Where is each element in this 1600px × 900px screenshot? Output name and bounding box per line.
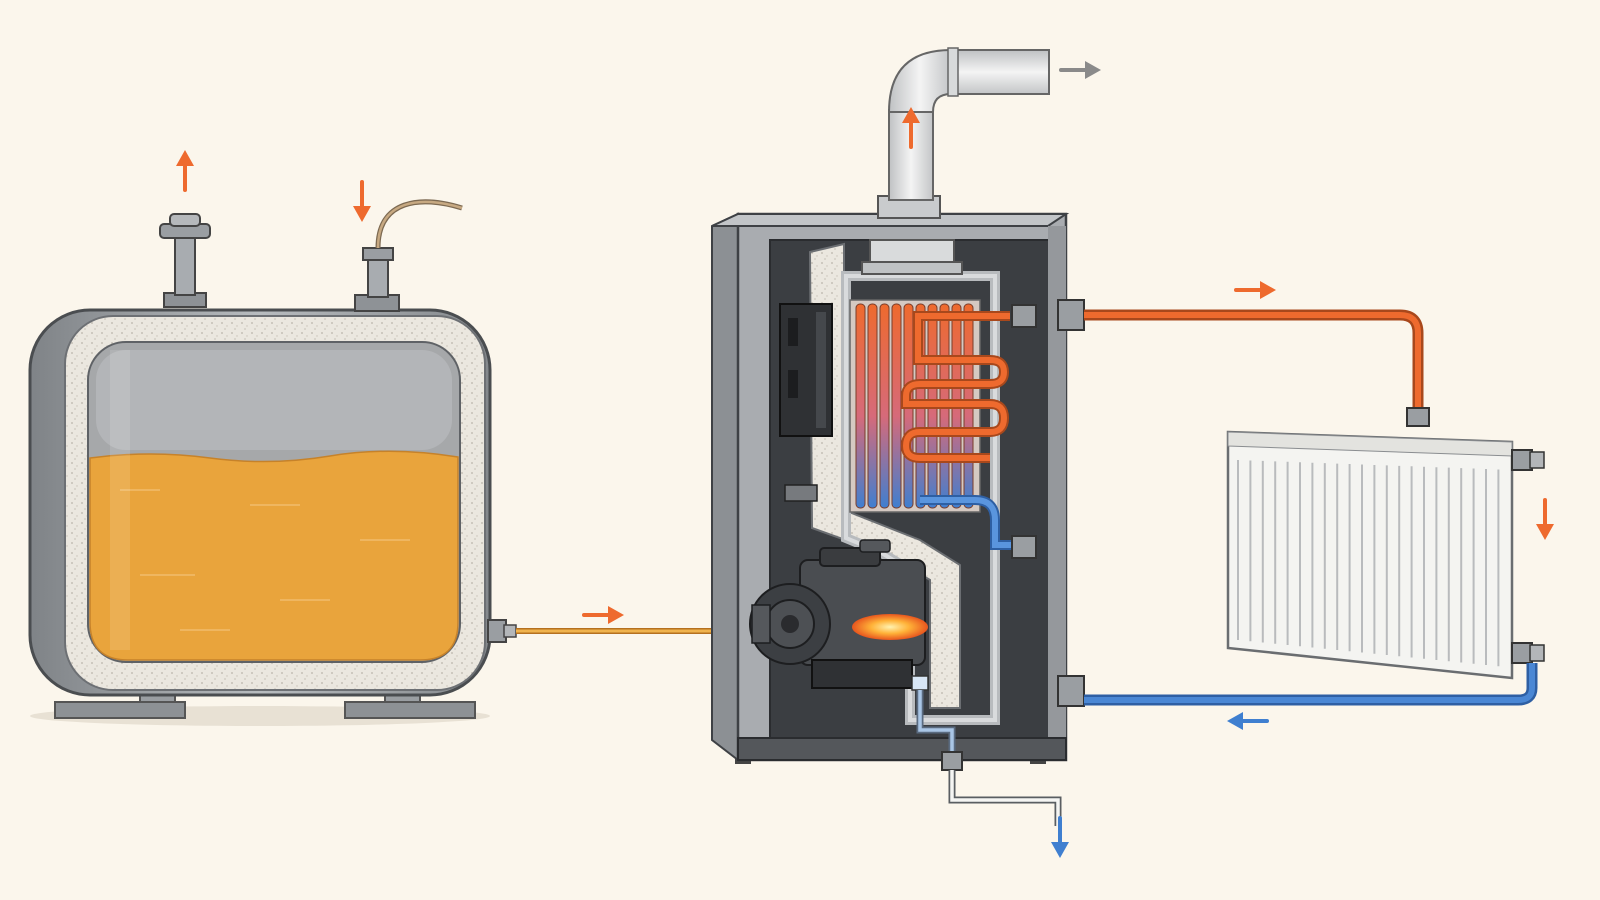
heat-exchanger-tube (879, 303, 890, 509)
radiator-arrow-icon (1536, 498, 1554, 540)
tank-vent-pipe (159, 213, 211, 308)
supply-arrow-icon (1234, 281, 1276, 299)
drain-arrow-icon (1051, 816, 1069, 858)
heat-exchanger-tube (891, 303, 902, 509)
tank-fill-pipe (354, 199, 463, 312)
radiator (1226, 430, 1545, 680)
condensate-drain (941, 751, 1062, 826)
burner-flame (852, 614, 928, 640)
radiator-valve-top (1511, 449, 1545, 471)
flue-out-arrow-icon (1059, 61, 1101, 79)
heating-oil (89, 450, 459, 661)
tank-vent-arrow-icon (176, 150, 194, 192)
heat-exchanger (849, 299, 1015, 550)
fuel-line (516, 611, 743, 634)
burner (749, 539, 929, 691)
supply-pipe (1084, 309, 1424, 412)
heat-exchanger-tube (867, 303, 878, 509)
flue-pipe (877, 47, 1050, 219)
tank-outlet-fitting (487, 619, 517, 643)
tank-fill-arrow-icon (353, 180, 371, 222)
fuel-line-arrow-icon (582, 606, 624, 624)
radiator-valve-bottom (1511, 642, 1545, 664)
heat-exchanger-tube (855, 303, 866, 509)
flue-up-arrow-icon (902, 107, 920, 149)
oil-storage-tank (28, 199, 517, 726)
return-arrow-icon (1227, 712, 1269, 730)
control-box (779, 303, 833, 437)
boiler (711, 212, 1085, 768)
